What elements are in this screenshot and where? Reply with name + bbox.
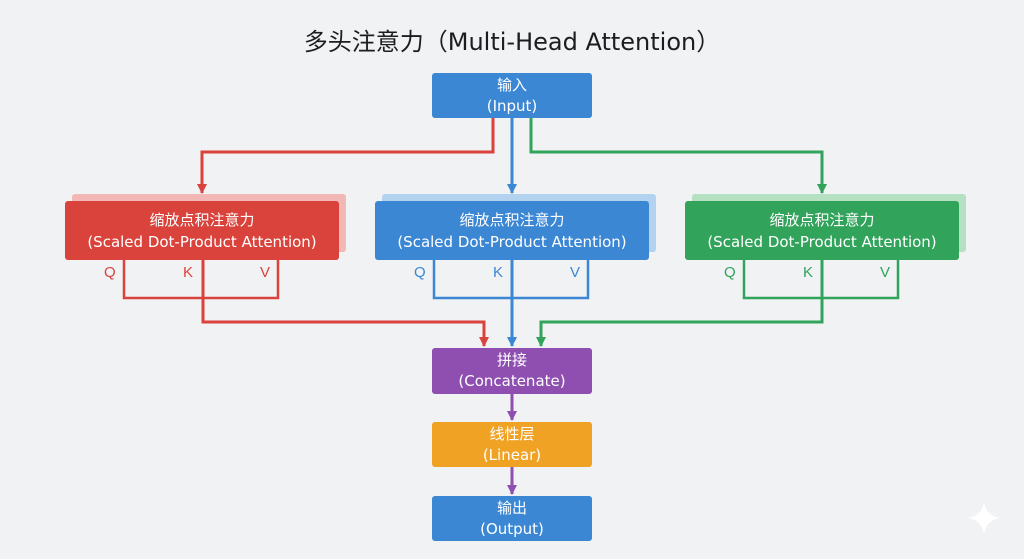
attention-head-3: 缩放点积注意力 (Scaled Dot-Product Attention) — [685, 201, 959, 260]
input-box: 输入 (Input) — [432, 73, 592, 118]
arrow-head-3-to-concat — [536, 260, 824, 347]
head-3-v-label: V — [880, 264, 891, 281]
head-2-q-label: Q — [414, 264, 426, 281]
input-label-en: (Input) — [486, 96, 538, 115]
output-box: 输出 (Output) — [432, 496, 592, 541]
head-1-label-en: (Scaled Dot-Product Attention) — [87, 232, 317, 251]
output-label-zh: 输出 — [496, 498, 527, 517]
head-2-label-zh: 缩放点积注意力 — [459, 210, 565, 229]
concatenate-box: 拼接 (Concatenate) — [432, 348, 592, 394]
head-1-label-zh: 缩放点积注意力 — [149, 210, 255, 229]
attention-head-2: 缩放点积注意力 (Scaled Dot-Product Attention) — [375, 201, 649, 260]
attention-head-1: 缩放点积注意力 (Scaled Dot-Product Attention) — [65, 201, 339, 260]
output-label-en: (Output) — [480, 519, 544, 538]
head-2-v-label: V — [570, 264, 581, 281]
head-1-q-label: Q — [104, 264, 116, 281]
head-3-q-label: Q — [724, 264, 736, 281]
head-3-label-zh: 缩放点积注意力 — [769, 210, 875, 229]
concat-label-zh: 拼接 — [496, 351, 527, 369]
sparkle-icon — [967, 501, 1001, 535]
linear-label-zh: 线性层 — [489, 424, 535, 443]
arrow-input-to-head-3 — [529, 118, 827, 194]
linear-label-en: (Linear) — [482, 445, 542, 464]
concat-label-en: (Concatenate) — [458, 372, 566, 390]
head-1-v-label: V — [260, 264, 271, 281]
linear-box: 线性层 (Linear) — [432, 422, 592, 467]
arrow-head-1-to-concat — [201, 260, 489, 347]
qkv-bracket-1 — [122, 260, 280, 300]
input-label-zh: 输入 — [496, 75, 527, 94]
diagram-title: 多头注意力（Multi-Head Attention） — [303, 28, 721, 56]
head-2-k-label: K — [493, 264, 504, 281]
head-3-label-en: (Scaled Dot-Product Attention) — [707, 232, 937, 251]
head-3-k-label: K — [803, 264, 814, 281]
head-1-k-label: K — [183, 264, 194, 281]
arrow-input-to-head-1 — [197, 118, 495, 194]
head-2-label-en: (Scaled Dot-Product Attention) — [397, 232, 627, 251]
